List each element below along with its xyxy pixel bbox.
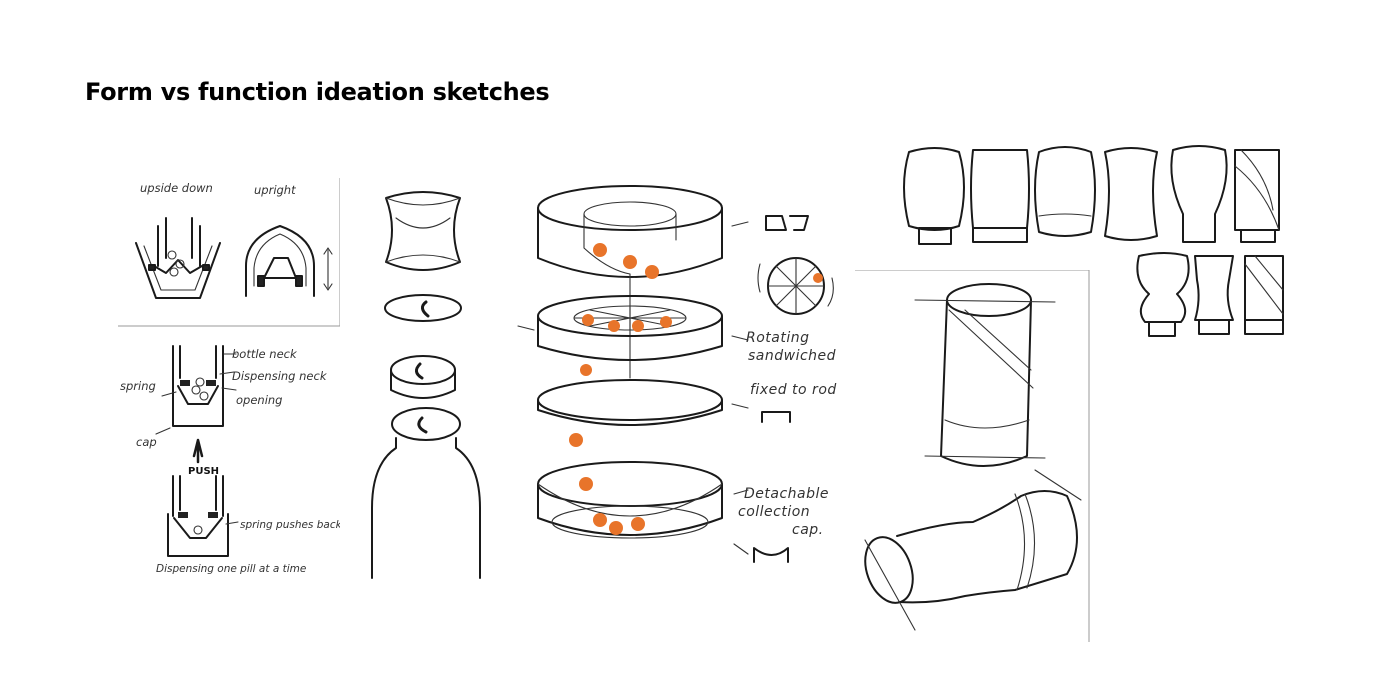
label-push: PUSH [188,466,219,477]
dispensing-diagram [155,345,237,464]
form-studies-sheet [895,140,1295,345]
label-sandwiched: sandwiched [748,348,836,364]
label-spring: spring [120,379,156,393]
perspective-sheet [855,270,1090,642]
label-cap: cap [136,435,157,449]
label-cap: cap. [792,522,824,538]
label-spring-pushes: spring pushes back to normal [240,519,340,531]
bottle-forms-row-2 [1136,252,1284,337]
label-upright: upright [254,183,296,197]
label-dispensing-one: Dispensing one pill at a time [156,563,306,575]
cap-sketch [371,191,481,579]
return-diagram [167,475,239,557]
upright-sketch [245,225,333,297]
label-opening: opening [236,393,282,407]
label-collection: collection [738,504,810,520]
label-detachable: Detachable [744,486,829,502]
upside-down-sketch [135,217,221,299]
label-bottle-neck: bottle neck [232,347,298,361]
label-upside-down: upside down [140,181,213,195]
exploded-sketch-sheet: Rotating sandwiched fixed to rod Detacha… [368,178,848,584]
horizontal-capsule [864,469,1082,631]
perspective-sketch [855,270,1090,642]
mechanism-sketch: upside down upright [118,178,340,575]
label-fixed-to-rod: fixed to rod [750,382,837,398]
exploded-sketch: Rotating sandwiched fixed to rod Detacha… [371,185,837,579]
page-title: Form vs function ideation sketches [85,78,550,106]
form-studies-sketch [903,145,1284,337]
label-rotating: Rotating [746,330,810,346]
label-dispensing-neck: Dispensing neck [232,369,328,383]
side-details [753,215,834,563]
upright-cylinder [914,283,1056,467]
bottle-forms-row-1 [903,145,1280,245]
mechanism-sketch-sheet: upside down upright [118,178,340,586]
exploded-stack [517,185,749,555]
